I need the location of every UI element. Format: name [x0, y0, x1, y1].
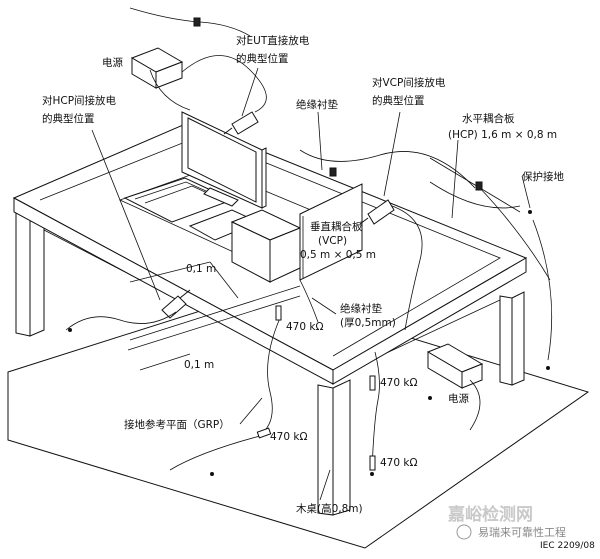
insulating-pad-label-line1: 绝缘衬垫 — [340, 302, 382, 315]
grp-label: 接地参考平面（GRP） — [124, 418, 230, 431]
esd-gun-eut — [223, 111, 259, 135]
table-label: 木桌(高0,8m) — [296, 502, 363, 515]
resistor-c — [256, 427, 272, 439]
vertical-coupling-plane — [299, 183, 363, 281]
vcp-label-line1: 垂直耦合板 — [310, 220, 363, 233]
hcp-label-line1: 水平耦合板 — [462, 112, 515, 125]
protective-ground-label: 保护接地 — [522, 170, 564, 183]
eut-direct-label-line2: 的典型位置 — [236, 52, 289, 65]
resistor-label-a: 470 kΩ — [286, 321, 323, 333]
power-supply-top — [130, 47, 184, 89]
resistor-label-d: 470 kΩ — [380, 457, 417, 469]
hcp-label-line2: (HCP) 1,6 m × 0,8 m — [448, 129, 557, 141]
vcp-label-line2: (VCP) — [318, 235, 347, 247]
hcp-indirect-label-line2: 的典型位置 — [42, 112, 95, 125]
vcp-indirect-label-line2: 的典型位置 — [372, 94, 425, 107]
resistor-label-c: 470 kΩ — [270, 431, 307, 443]
resistor-d — [369, 455, 376, 471]
watermark-line1: 嘉峪检测网 — [447, 504, 533, 525]
dimension-lines — [127, 261, 301, 371]
table-legs — [15, 207, 525, 516]
esd-gun-vcp — [359, 199, 395, 225]
power-label-top: 电源 — [102, 56, 123, 69]
power-supply-bottom — [426, 343, 484, 389]
resistor-b — [369, 375, 376, 391]
iec-reference: IEC 2209/08 — [540, 541, 595, 551]
ground-points — [68, 17, 550, 476]
insulating-pad-top-label: 绝缘衬垫 — [296, 98, 338, 111]
vcp-label-line3: 0,5 m × 0,5 m — [300, 249, 376, 261]
resistor-a — [275, 305, 282, 321]
insulating-pad-label-line2: (厚0,5mm) — [340, 317, 396, 329]
distance-label-upper: 0,1 m — [186, 263, 216, 275]
esd-gun-hcp — [161, 289, 191, 319]
distance-label-lower: 0,1 m — [184, 359, 214, 371]
power-label-bottom: 电源 — [448, 392, 469, 405]
eut-direct-label-line1: 对EUT直接放电 — [236, 34, 310, 47]
computer-box — [230, 209, 302, 283]
watermark-line2: 易瑞来可靠性工程 — [478, 525, 566, 539]
wechat-icon — [456, 524, 472, 540]
monitor — [181, 111, 267, 209]
keyboard — [123, 177, 260, 241]
hcp-indirect-label-line1: 对HCP间接放电 — [42, 94, 117, 107]
leader-lines — [91, 67, 531, 501]
resistor-label-b: 470 kΩ — [380, 377, 417, 389]
vcp-indirect-label-line1: 对VCP间接放电 — [372, 76, 446, 89]
